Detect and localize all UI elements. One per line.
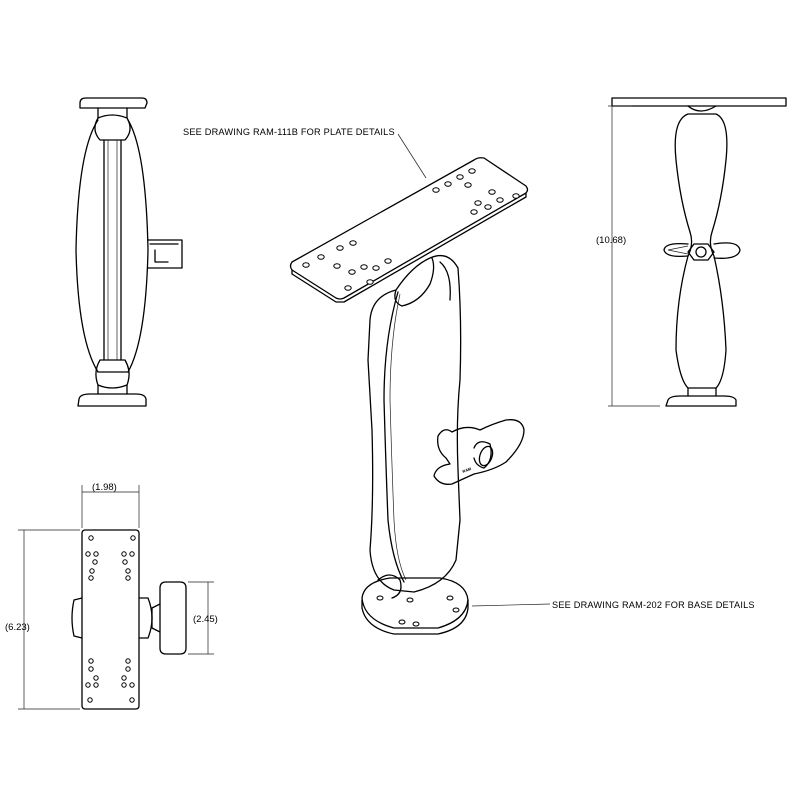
dimension-plate-length-label: (6.23) (5, 622, 30, 633)
side-view-left (75, 97, 183, 407)
dimension-overall-height-label: (10.68) (596, 235, 626, 246)
dimension-knob-height-label: (2.45) (193, 614, 218, 625)
brand-mark: RAM (462, 466, 473, 474)
plate-callout: SEE DRAWING RAM-111B FOR PLATE DETAILS (183, 127, 395, 137)
top-view (18, 485, 214, 710)
isometric-view: RAM (289, 157, 529, 635)
plate-callout-leader (397, 133, 427, 179)
dimension-plate-width-label: (1.98) (92, 482, 117, 493)
plate-holes (302, 168, 520, 291)
base-holes (376, 595, 460, 627)
base-callout: SEE DRAWING RAM-202 FOR BASE DETAILS (552, 600, 755, 610)
side-view-right (608, 97, 787, 407)
base-callout-leader (471, 603, 551, 607)
